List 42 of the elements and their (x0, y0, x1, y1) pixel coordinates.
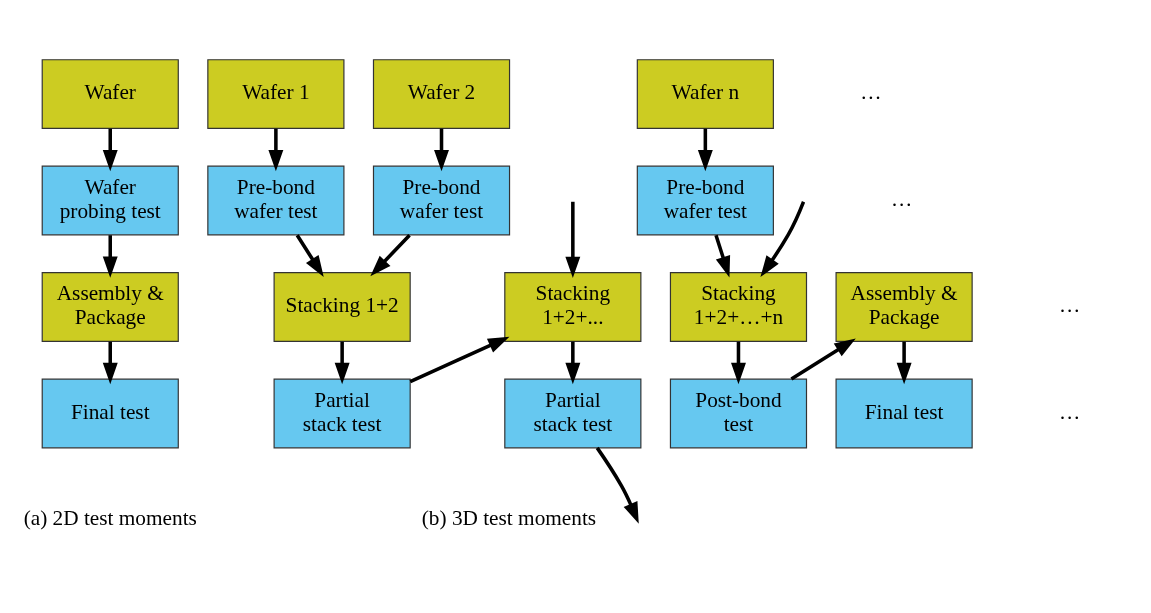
arrow (102, 234, 118, 278)
arrow (409, 336, 510, 383)
node-box: Wafer 1 (207, 58, 345, 129)
node-box: Assembly & Package (41, 271, 179, 342)
arrow (102, 341, 118, 384)
node-box: Stacking 1+2 (273, 271, 411, 342)
node-box: Wafer n (636, 58, 774, 129)
node-box: Partial stack test (504, 378, 642, 448)
node-box: Pre-bond wafer test (207, 165, 345, 235)
arrow (896, 341, 912, 384)
node-box: Stacking 1+2+... (504, 271, 642, 342)
arrow (565, 201, 581, 278)
node-box: Assembly & Package (835, 271, 973, 342)
arrow (731, 341, 746, 384)
arrow (334, 341, 350, 384)
label: (a) 2D test moments (23, 505, 197, 530)
arrow (102, 128, 118, 171)
label: … (1059, 399, 1081, 424)
label: … (891, 186, 913, 211)
arrow (790, 338, 856, 381)
node-box: Pre-bond wafer test (636, 165, 774, 235)
arrow (370, 233, 411, 276)
label: … (1059, 292, 1081, 317)
node-box: Stacking 1+2+…+n (669, 271, 808, 342)
node-box: Final test (41, 378, 179, 448)
arrow (697, 128, 713, 171)
arrow (714, 234, 731, 277)
node-box: Wafer probing test (41, 165, 179, 235)
arrow (268, 128, 284, 171)
node-box: Post-bond test (669, 378, 808, 448)
arrow (760, 200, 806, 277)
arrow (595, 446, 639, 524)
arrow (434, 128, 449, 171)
label: … (860, 79, 882, 104)
node-box: Wafer 2 (372, 58, 511, 129)
arrow (295, 233, 324, 277)
node-box: Final test (835, 378, 973, 448)
node-box: Partial stack test (273, 378, 411, 448)
label: (b) 3D test moments (421, 505, 597, 530)
node-box: Wafer (41, 58, 179, 129)
arrow (565, 341, 581, 384)
node-box: Pre-bond wafer test (372, 165, 511, 235)
